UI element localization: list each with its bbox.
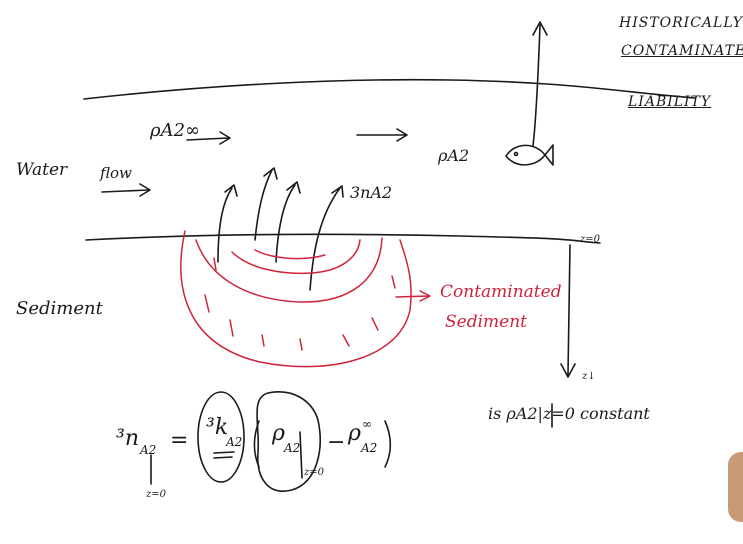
fish-eye	[513, 151, 519, 157]
flux-label: 3nA2	[350, 183, 393, 202]
note-historically: HISTORICALLY	[619, 15, 743, 31]
flow-label: flow	[100, 164, 132, 182]
sediment-interface-line	[85, 233, 601, 244]
constant-question: is ρA2|z=0 constant	[488, 404, 650, 423]
water-flow-arrow	[356, 128, 408, 142]
contaminated-label-line2: Sediment	[445, 312, 527, 332]
sediment-label: Sediment	[16, 298, 103, 319]
fish-outline	[505, 144, 554, 166]
eq-lhs-flux: ³n	[116, 426, 139, 451]
water-surface-line	[83, 78, 696, 100]
flow-arrow	[101, 183, 151, 197]
eq-equals: =	[170, 428, 189, 453]
eq-k-sub: A2	[226, 435, 243, 449]
z-axis-arrow	[560, 244, 576, 378]
eq-k: ³k	[206, 415, 229, 440]
eq-rho: ρ	[272, 421, 285, 446]
k-underline	[213, 451, 235, 459]
eq-lhs-sub: A2	[140, 443, 157, 457]
rho-boundary-circle	[256, 391, 321, 492]
rho-label: ρA2	[438, 146, 470, 165]
eq-rho-inf-sub: A2	[361, 441, 378, 455]
note-contaminated: CONTAMINATED	[621, 43, 743, 59]
contaminated-label-line1: Contaminated	[440, 282, 562, 302]
flux-arrows	[217, 167, 344, 291]
eq-rho-eval: z=0	[304, 467, 325, 478]
eq-rho-inf-sup: ∞	[362, 417, 372, 431]
z-axis-label: z↓	[582, 371, 596, 382]
eq-right-bracket	[384, 420, 392, 468]
rho-eval-bar	[299, 431, 303, 479]
note-liability: LIABILITY	[628, 94, 712, 110]
rho-inf-arrow	[186, 131, 231, 145]
eq-lhs-eval: z=0	[146, 489, 167, 500]
eq-rho-sub: A2	[284, 441, 301, 455]
eq-rho-inf: ρ	[348, 421, 361, 446]
z0-label: z=0	[580, 234, 601, 245]
contaminated-zone	[180, 230, 431, 368]
eq-minus: −	[327, 430, 346, 455]
k-circle	[197, 391, 245, 483]
instructor-partial	[728, 452, 743, 522]
fish-uptake-arrow	[532, 21, 548, 147]
eq-left-bracket	[253, 420, 260, 468]
rho-inf-label: ρA2∞	[150, 120, 201, 141]
water-label: Water	[16, 160, 68, 180]
